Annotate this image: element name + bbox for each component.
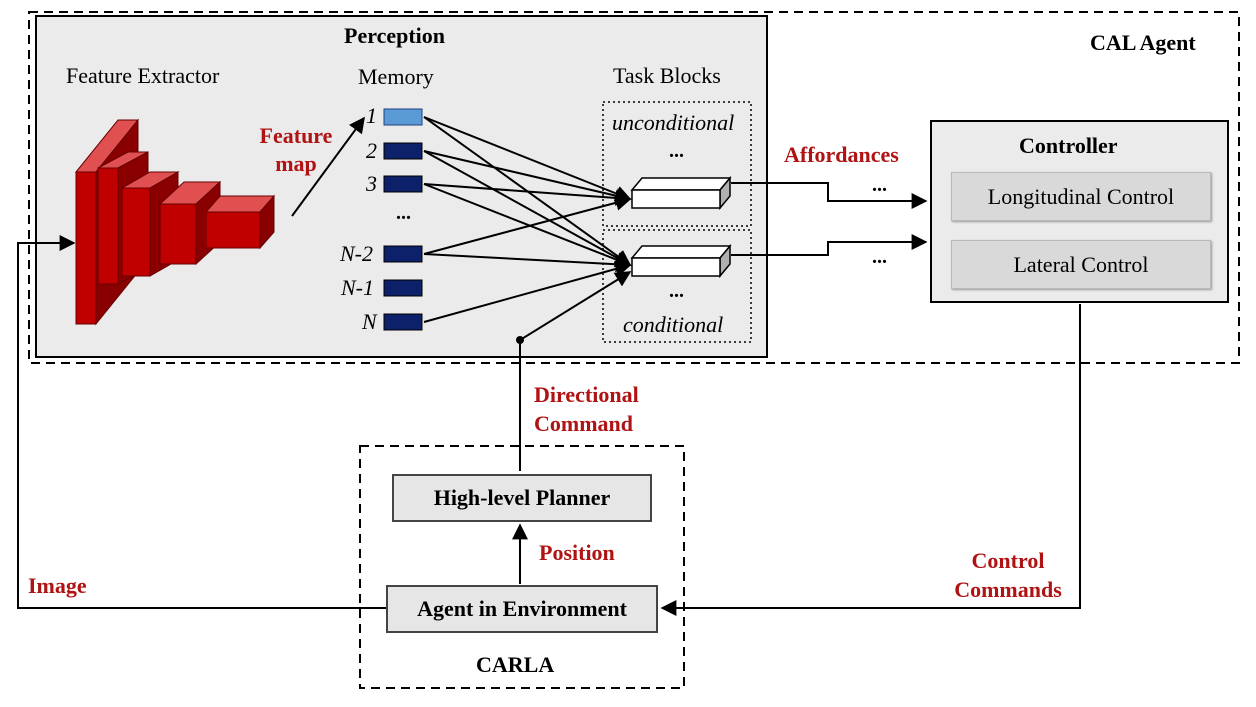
memory-slot-2	[383, 142, 423, 160]
high-level-planner-label: High-level Planner	[433, 485, 611, 510]
feature-extractor-label: Feature Extractor	[66, 63, 220, 88]
control-commands-label: Control Commands	[945, 546, 1071, 604]
task-block-unconditional	[630, 175, 732, 211]
unconditional-group	[602, 101, 752, 227]
feature-map-line-1: Feature	[259, 123, 333, 148]
carla-container	[359, 445, 685, 689]
feature-map-line-2: map	[275, 151, 317, 176]
control-commands-line-2: Commands	[954, 577, 1062, 602]
perception-title: Perception	[344, 23, 446, 48]
memory-slot-label-1: 1	[366, 103, 377, 128]
directional-command-line-1: Directional	[534, 382, 639, 407]
memory-slot-3	[383, 175, 423, 193]
memory-slot-label-n-1: N-1	[341, 275, 374, 300]
memory-ellipsis: ...	[396, 202, 411, 224]
cnn-feature-extractor	[74, 118, 276, 326]
feature-map-arrow	[291, 116, 365, 217]
memory-slot-n-1	[383, 279, 423, 297]
memory-slot-n	[383, 313, 423, 331]
unconditional-label: unconditional	[612, 110, 735, 135]
conditional-ellipsis: ...	[669, 280, 684, 302]
feature-map-label: Feature map	[250, 122, 342, 178]
memory-slot-label-2: 2	[366, 138, 377, 163]
lateral-control-label: Lateral Control	[1013, 251, 1149, 277]
directional-command-line-2: Command	[534, 411, 634, 436]
memory-to-task-arrows	[423, 116, 632, 323]
control-commands-arrow	[660, 304, 1081, 616]
task-block-conditional	[630, 243, 732, 279]
memory-slot-label-n-2: N-2	[340, 241, 373, 266]
affordance-arrow-bottom	[731, 234, 928, 256]
cal-agent-title: CAL Agent	[1090, 30, 1196, 55]
cal-agent-container	[28, 11, 1240, 364]
control-commands-line-1: Control	[971, 548, 1045, 573]
directional-command-junction	[516, 336, 524, 344]
affordance-ellipsis-top: ...	[872, 174, 887, 196]
image-arrow	[17, 235, 386, 609]
memory-slot-n-2	[383, 245, 423, 263]
memory-slot-label-3: 3	[366, 171, 377, 196]
memory-slots	[383, 108, 423, 331]
unconditional-ellipsis: ...	[669, 140, 684, 162]
image-label: Image	[28, 573, 87, 598]
longitudinal-control-label: Longitudinal Control	[987, 183, 1175, 209]
agent-in-environment-box: Agent in Environment	[386, 585, 658, 633]
memory-slot-1	[383, 108, 423, 126]
conditional-label: conditional	[623, 312, 724, 337]
position-label: Position	[539, 540, 615, 565]
affordances-label: Affordances	[784, 142, 899, 167]
memory-label: Memory	[358, 64, 434, 89]
carla-title: CARLA	[476, 652, 555, 677]
longitudinal-control-box: Longitudinal Control	[951, 172, 1211, 221]
affordance-ellipsis-bottom: ...	[872, 246, 887, 268]
task-blocks-label: Task Blocks	[613, 63, 721, 88]
high-level-planner-box: High-level Planner	[392, 474, 652, 522]
controller-title: Controller	[1019, 133, 1118, 158]
lateral-control-box: Lateral Control	[951, 240, 1211, 289]
affordance-arrow-top	[731, 182, 928, 209]
directional-command-label: Directional Command	[534, 380, 639, 438]
agent-in-environment-label: Agent in Environment	[417, 596, 627, 621]
memory-slot-label-n: N	[362, 309, 377, 334]
